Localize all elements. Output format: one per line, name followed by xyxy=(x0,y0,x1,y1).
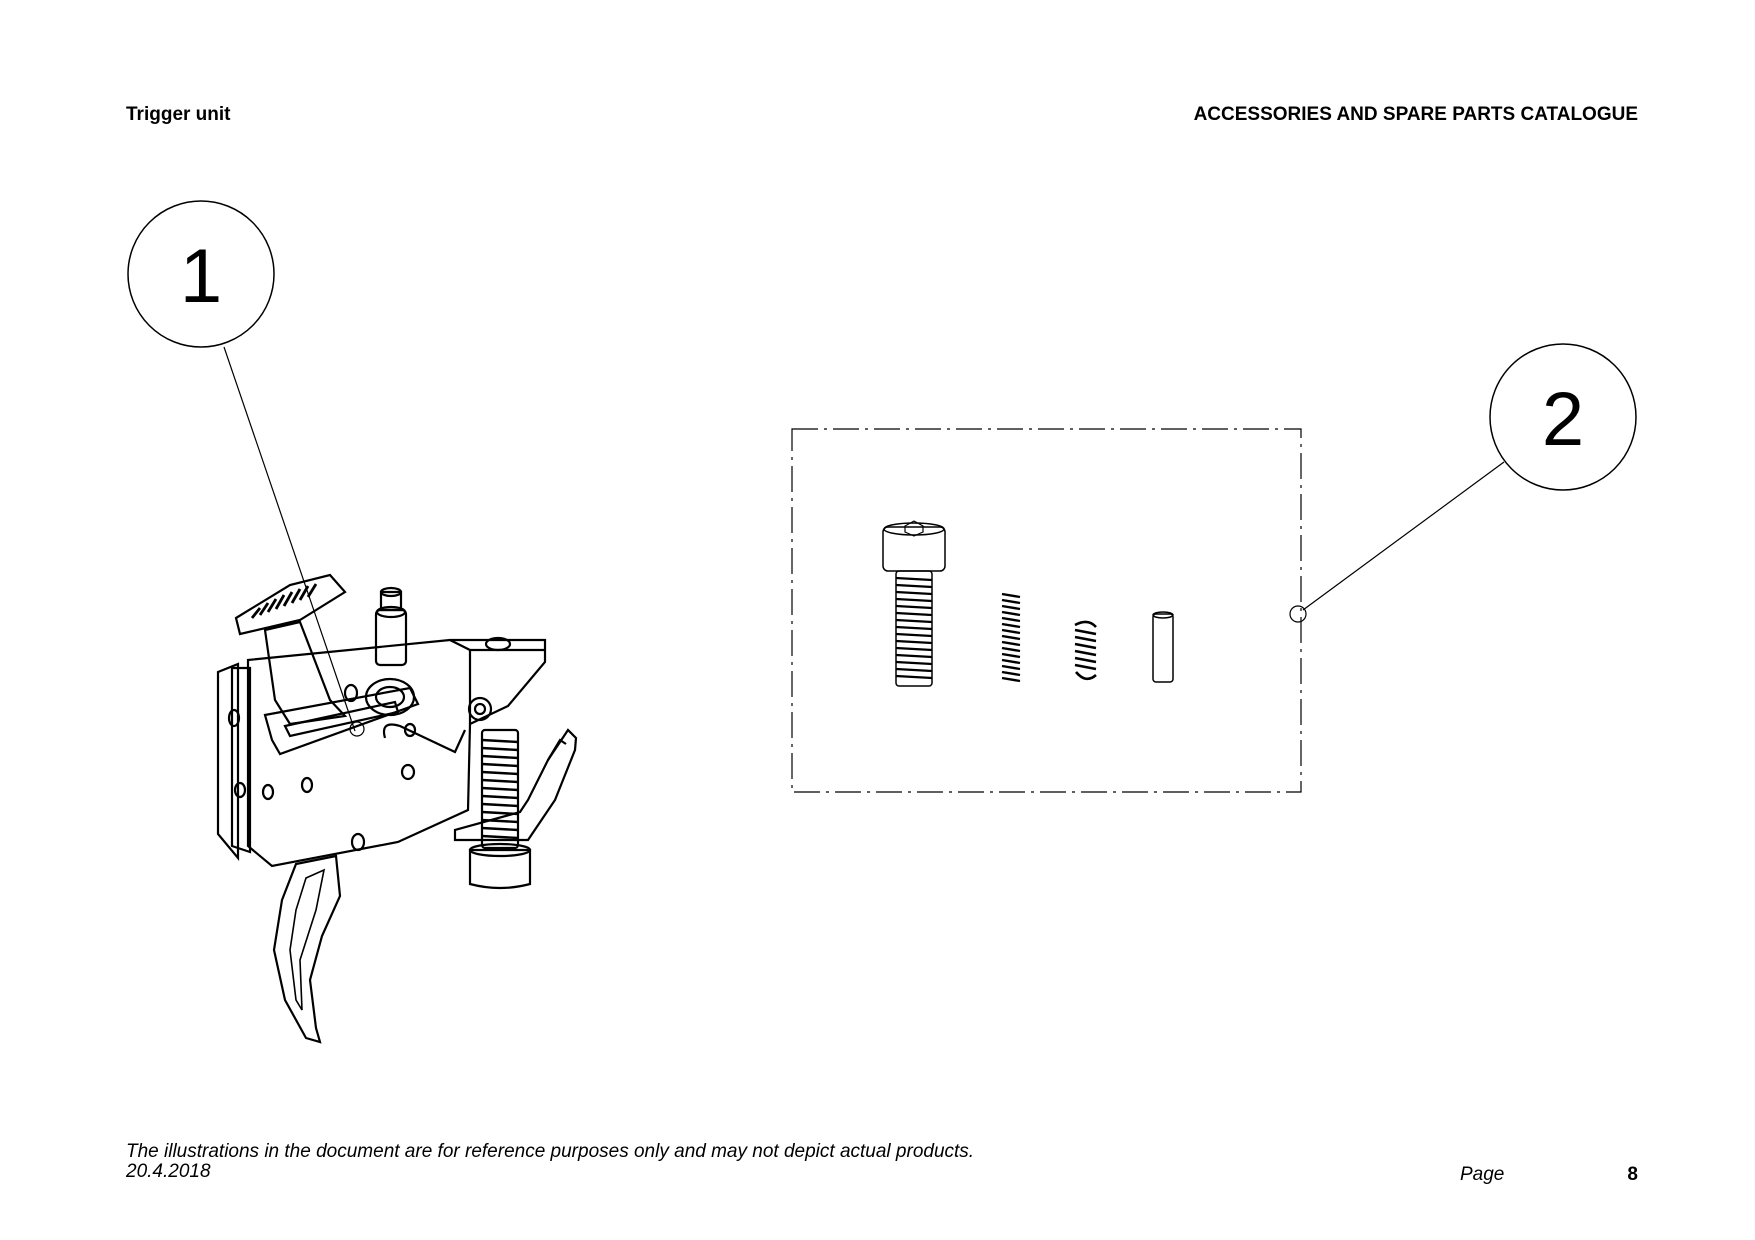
page-number: 8 xyxy=(1627,1164,1638,1185)
callout-2 xyxy=(1289,343,1637,623)
page-label: Page xyxy=(1460,1164,1505,1185)
trigger-unit-assembly xyxy=(216,573,578,1044)
catalogue-title: ACCESSORIES AND SPARE PARTS CATALOGUE xyxy=(1193,104,1638,125)
footer-note: The illustrations in the document are fo… xyxy=(126,1142,974,1182)
callout-2-number: 2 xyxy=(1542,377,1584,462)
kit-boundary xyxy=(791,428,1302,793)
footer-date: 20.4.2018 xyxy=(126,1161,211,1182)
short-spring xyxy=(1074,620,1097,681)
cap-screw xyxy=(882,520,946,687)
pin xyxy=(1152,611,1174,683)
callout-1 xyxy=(127,200,365,737)
long-spring xyxy=(1001,592,1021,683)
callout-1-number: 1 xyxy=(180,234,222,319)
section-title: Trigger unit xyxy=(126,104,231,125)
footer-disclaimer: The illustrations in the document are fo… xyxy=(126,1141,975,1162)
